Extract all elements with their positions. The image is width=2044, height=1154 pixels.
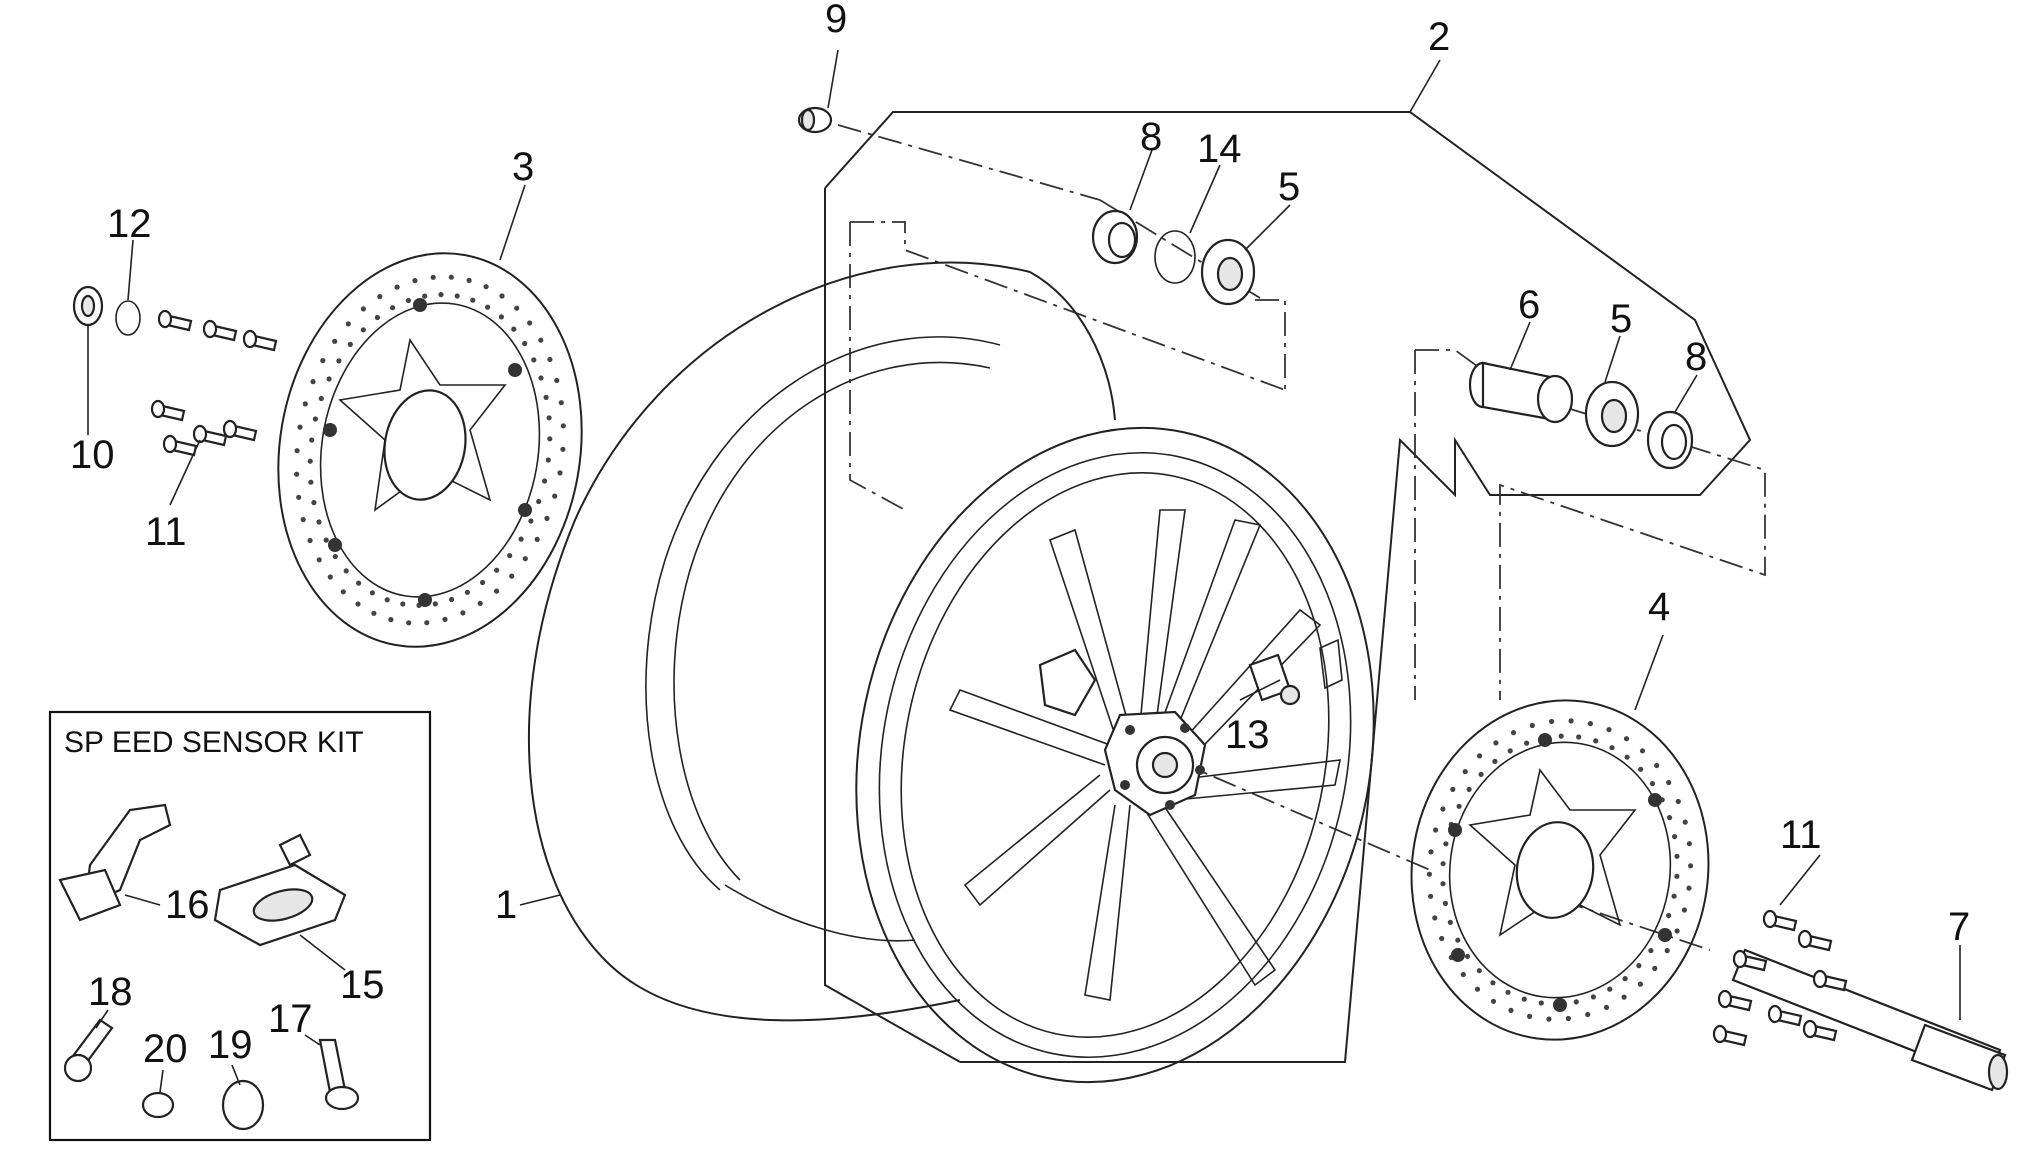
label-5b: 5	[1610, 297, 1632, 341]
wheel-group-frame	[824, 111, 1752, 1063]
label-8a: 8	[1140, 115, 1162, 159]
label-15: 15	[340, 963, 385, 1007]
kit-title: SP EED SENSOR KIT	[64, 726, 364, 759]
left-brake-disc	[277, 252, 583, 648]
wheel-rim	[855, 426, 1375, 1084]
label-19: 19	[208, 1023, 253, 1067]
assembly-centerlines	[837, 124, 1766, 951]
label-7: 7	[1948, 905, 1970, 949]
left-disc-bolts	[72, 285, 278, 457]
sensor-ring-15	[213, 833, 347, 971]
label-11b: 11	[1780, 813, 1822, 857]
right-brake-disc	[1410, 699, 1710, 1041]
label-17: 17	[268, 997, 313, 1041]
speed-sensor-kit-box: SP EED SENSOR KIT	[48, 710, 432, 1142]
right-disc-bolts	[1712, 909, 1848, 1047]
label-2: 2	[1428, 15, 1450, 59]
screw-17	[304, 1034, 360, 1111]
wheel-hub	[1038, 648, 1207, 817]
part-labels: 1 2 3 4 5 5 6 7 8 8 9 10 11 11 12 13 14 …	[70, 0, 1970, 1071]
bolt-18	[63, 1009, 114, 1083]
cap-19	[221, 1064, 265, 1131]
label-18: 18	[88, 970, 133, 1014]
nut-20	[141, 1069, 175, 1119]
label-20: 20	[143, 1027, 188, 1071]
valve-stem	[1248, 653, 1301, 706]
label-10: 10	[70, 433, 115, 477]
label-1: 1	[495, 883, 517, 927]
label-4: 4	[1648, 585, 1670, 629]
leader-lines	[87, 49, 1961, 1020]
label-13: 13	[1225, 713, 1270, 757]
bearing-stack-left	[797, 106, 1256, 306]
label-6: 6	[1518, 283, 1540, 327]
sensor-bracket-16	[58, 803, 172, 922]
tire	[527, 261, 1116, 1022]
wheel-axle	[1731, 948, 2009, 1092]
bearing-stack-right	[1468, 361, 1694, 470]
label-3: 3	[512, 145, 534, 189]
label-14: 14	[1197, 127, 1242, 171]
label-16: 16	[165, 883, 210, 927]
wheel-spokes	[948, 509, 1342, 1001]
label-11a: 11	[145, 510, 187, 554]
label-9: 9	[825, 0, 847, 41]
label-12: 12	[107, 202, 152, 246]
label-5a: 5	[1278, 165, 1300, 209]
label-8b: 8	[1685, 335, 1707, 379]
